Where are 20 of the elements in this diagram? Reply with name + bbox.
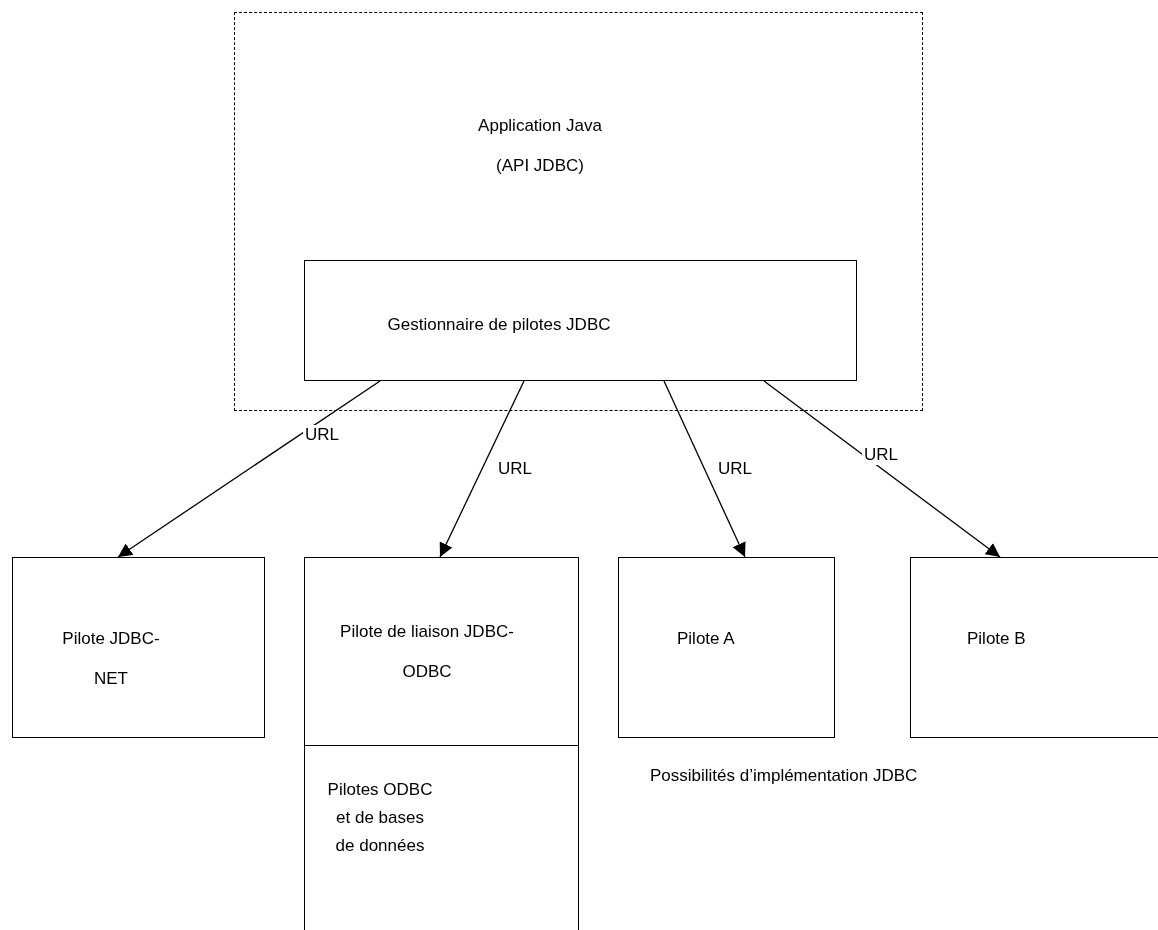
node-label: Pilotes ODBC et de bases de données [326, 779, 434, 857]
node-label: Pilote A [677, 628, 736, 650]
arrow [763, 380, 1001, 558]
component-box [304, 557, 579, 746]
node-label: Pilote B [967, 628, 1027, 650]
arrow [663, 380, 746, 558]
note-text: Possibilités d’implémentation JDBC [650, 766, 918, 786]
component-box [304, 745, 579, 930]
node-label: Pilote JDBC-NET [61, 628, 161, 690]
edge-label: URL [862, 445, 900, 465]
group-frame [234, 12, 923, 411]
arrow [117, 380, 381, 558]
component-box [303, 259, 857, 381]
node-label: Gestionnaire de pilotes JDBC [387, 313, 612, 336]
node-label: Application Java (API JDBC) [477, 115, 603, 177]
component-box [12, 557, 265, 738]
component-box [910, 557, 1158, 738]
arrow [439, 380, 525, 558]
component-box [618, 557, 835, 738]
node-label: Pilote de liaison JDBC-ODBC [339, 621, 515, 683]
